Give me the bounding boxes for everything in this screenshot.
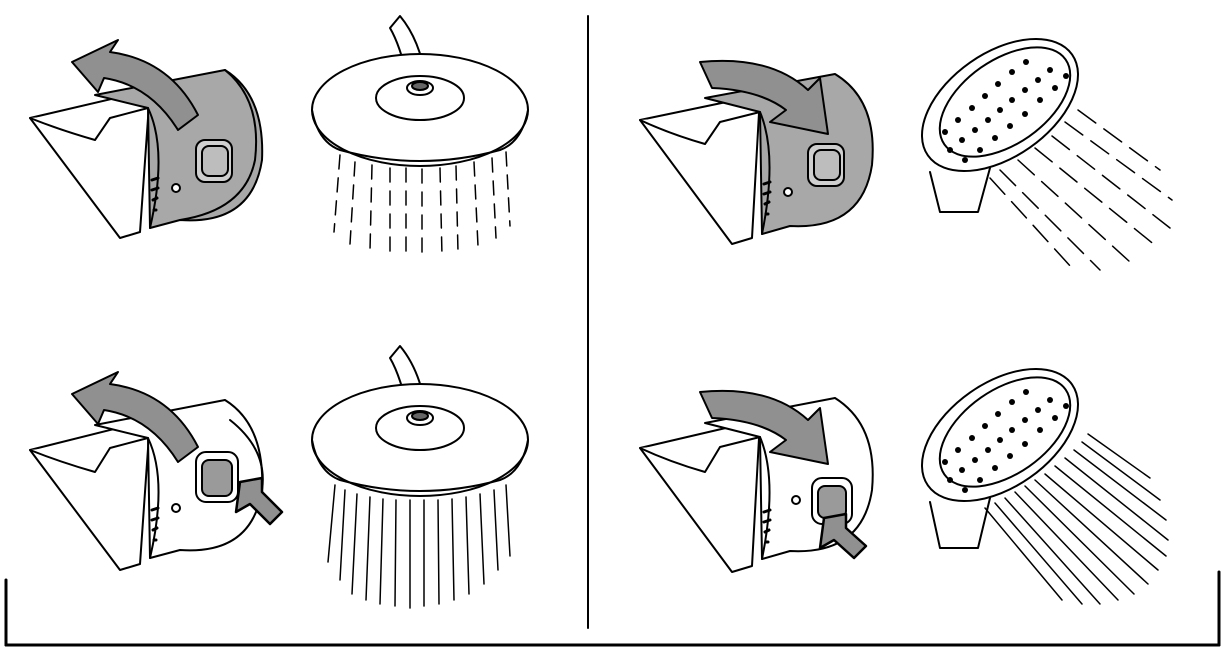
overhead-shower-head [312, 16, 528, 166]
overhead-shower-head [312, 346, 528, 496]
panel-overhead-rain-normal [30, 16, 528, 260]
panel-hand-shower-normal [640, 12, 1172, 270]
panel-hand-shower-boost [640, 342, 1168, 604]
indicator-dot [172, 184, 180, 192]
water-spray-light [334, 152, 510, 260]
mixer-body [640, 74, 873, 244]
water-spray-strong [328, 485, 510, 608]
hand-shower-head [898, 12, 1102, 212]
indicator-dot [784, 188, 792, 196]
indicator-dot [172, 504, 180, 512]
hand-shower-head [898, 342, 1102, 548]
indicator-dot [792, 496, 800, 504]
panel-overhead-rain-boost [30, 346, 528, 608]
